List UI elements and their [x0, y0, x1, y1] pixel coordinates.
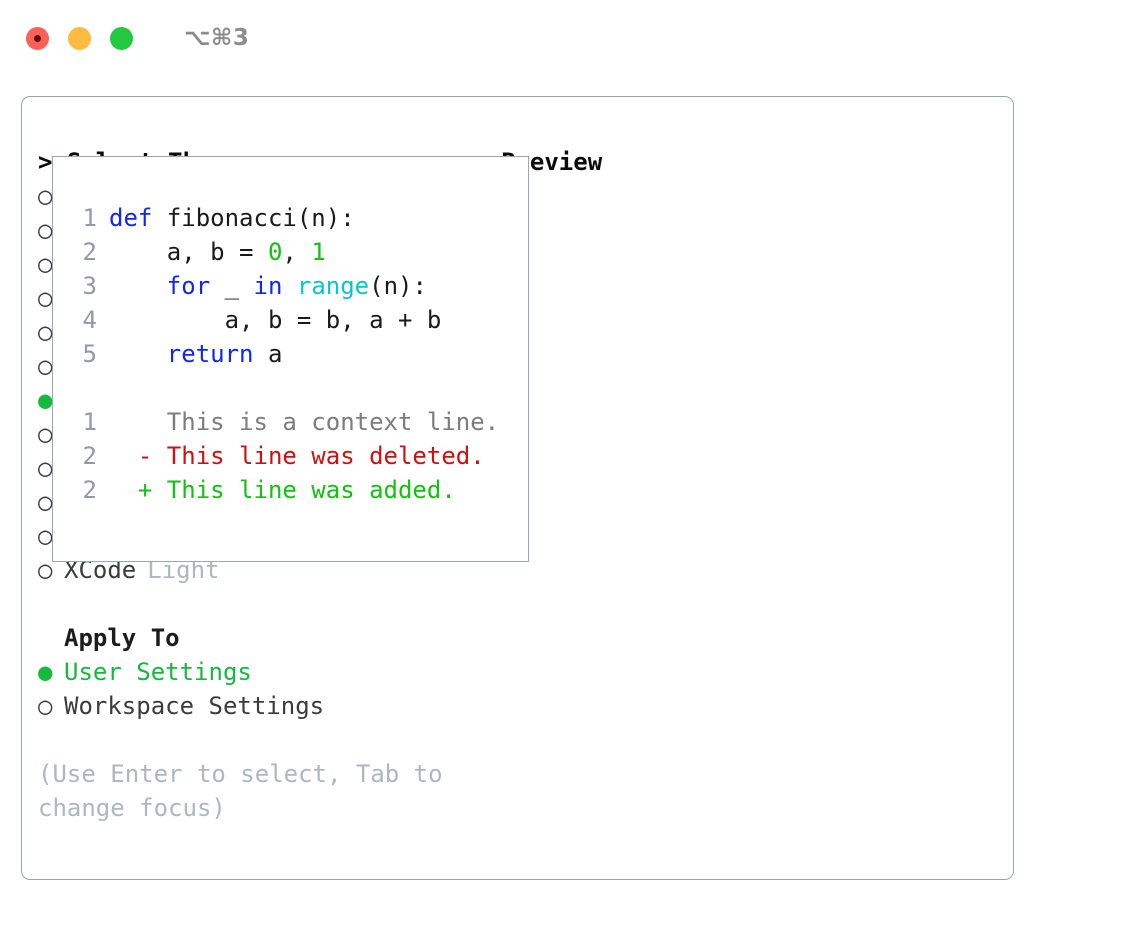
- radio-unselected-icon: ○: [38, 522, 53, 550]
- code-line-number: 4: [82, 306, 97, 334]
- apply-to-option-0[interactable]: ● User Settings: [38, 655, 498, 689]
- code-token-num: 1: [311, 238, 326, 266]
- code-line-text: for _ in range(n):: [109, 269, 427, 303]
- code-line-number: 2: [82, 238, 97, 266]
- code-token-num: 0: [267, 238, 283, 266]
- code-line-text: return a: [109, 337, 283, 371]
- code-line-text: a, b = b, a + b: [109, 303, 442, 337]
- diff-line-number: 2: [82, 442, 97, 470]
- code-token-plain: [109, 340, 167, 368]
- code-token-plain: _: [210, 272, 254, 300]
- traffic-lights: [26, 26, 133, 50]
- keyboard-hint: (Use Enter to select, Tab to change focu…: [38, 760, 458, 822]
- code-token-kw: def: [109, 204, 153, 232]
- apply-to-option-1[interactable]: ○ Workspace Settings: [38, 689, 498, 723]
- minimize-icon[interactable]: [68, 26, 91, 50]
- code-line: 5 return a: [67, 337, 528, 371]
- code-token-plain: (n):: [369, 272, 427, 300]
- radio-unselected-icon: ○: [38, 250, 53, 278]
- code-token-plain: ,: [282, 238, 312, 266]
- diff-line-text: This is a context line.: [109, 408, 500, 436]
- code-line: 1 def fibonacci(n):: [67, 201, 528, 235]
- radio-unselected-icon: ○: [38, 692, 53, 720]
- radio-unselected-icon: ○: [38, 420, 53, 448]
- code-token-plain: fibonacci(n):: [166, 204, 355, 232]
- code-token-kw: for: [166, 272, 211, 300]
- diff-line-number: 1: [82, 408, 97, 436]
- apply-to-header: Apply To: [64, 624, 180, 652]
- apply-to-option-label: Workspace Settings: [64, 692, 325, 720]
- radio-unselected-icon: ○: [38, 318, 53, 346]
- code-token-fn: range: [296, 272, 370, 300]
- radio-unselected-icon: ○: [38, 284, 53, 312]
- radio-unselected-icon: ○: [38, 182, 53, 210]
- code-line-number: 5: [82, 340, 97, 368]
- code-line: 4 a, b = b, a + b: [67, 303, 528, 337]
- diff-line-del: 2 - This line was deleted.: [67, 439, 528, 473]
- radio-unselected-icon: ○: [38, 352, 53, 380]
- preview-spacer: [67, 371, 528, 405]
- radio-selected-icon: ●: [38, 658, 53, 686]
- diff-line-add: 2 + This line was added.: [67, 473, 528, 507]
- code-line-text: a, b = 0, 1: [109, 235, 326, 269]
- preview-column: Preview: [501, 145, 1001, 179]
- diff-line-text: + This line was added.: [109, 476, 456, 504]
- diff-line-text: - This line was deleted.: [109, 442, 485, 470]
- radio-unselected-icon: ○: [38, 556, 53, 584]
- maximize-icon[interactable]: [110, 26, 133, 50]
- code-token-plain: [152, 204, 166, 232]
- code-line-number: 1: [82, 204, 97, 232]
- radio-unselected-icon: ○: [38, 488, 53, 516]
- keyboard-shortcut-label: ⌥⌘3: [184, 24, 250, 51]
- code-token-plain: a: [253, 340, 283, 368]
- radio-selected-icon: ●: [38, 386, 53, 414]
- code-token-kw: in: [253, 272, 283, 300]
- diff-line-group: 1 This is a context line.2 - This line w…: [67, 405, 528, 507]
- code-line-number: 3: [82, 272, 97, 300]
- window-titlebar: ⌥⌘3: [0, 0, 1140, 76]
- code-token-plain: a, b =: [109, 238, 268, 266]
- list-spacer: [38, 587, 498, 621]
- code-token-plain: [282, 272, 296, 300]
- radio-unselected-icon: ○: [38, 216, 53, 244]
- code-token-plain: [109, 272, 167, 300]
- close-icon[interactable]: [26, 26, 49, 50]
- main-panel: > Select Theme ○ANSIDark○Atom OneDark○Ay…: [21, 96, 1014, 880]
- code-line-text: def fibonacci(n):: [109, 201, 355, 235]
- preview-title: Preview: [501, 148, 603, 176]
- code-line: 2 a, b = 0, 1: [67, 235, 528, 269]
- diff-line-ctx: 1 This is a context line.: [67, 405, 528, 439]
- code-token-plain: a, b = b, a + b: [109, 306, 442, 334]
- apply-to-option-label: User Settings: [64, 658, 252, 686]
- apply-to-option-list[interactable]: ● User Settings ○ Workspace Settings: [38, 655, 498, 723]
- diff-line-number: 2: [82, 476, 97, 504]
- radio-unselected-icon: ○: [38, 454, 53, 482]
- code-line: 3 for _ in range(n):: [67, 269, 528, 303]
- code-token-kw: return: [166, 340, 254, 368]
